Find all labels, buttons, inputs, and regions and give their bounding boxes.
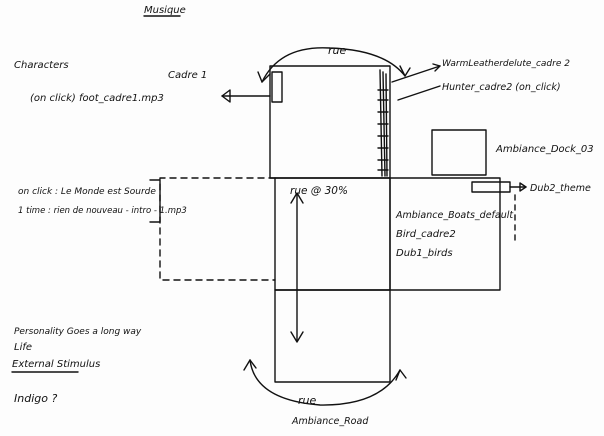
le-monde-label: on click : Le Monde est Sourde bbox=[18, 187, 156, 197]
rue-top-label: rue bbox=[328, 44, 346, 57]
one-time-label: 1 time : rien de nouveau - intro - 1.mp3 bbox=[18, 206, 187, 216]
top-box-ticks bbox=[377, 89, 389, 171]
external-stimulus-label: External Stimulus bbox=[12, 359, 100, 370]
cadre1-inner-tab bbox=[271, 71, 283, 103]
personality-label: Personality Goes a long way bbox=[14, 327, 142, 337]
ambiance-road-label: Ambiance_Road bbox=[291, 416, 369, 427]
warm-leather-arrowhead bbox=[432, 63, 441, 72]
bird-cadre2-label: Bird_cadre2 bbox=[396, 229, 456, 240]
dub2-arrow-head bbox=[519, 182, 527, 192]
characters-label: Characters bbox=[14, 60, 69, 71]
indigo-label: Indigo ? bbox=[14, 392, 57, 405]
cadre1-label: Cadre 1 bbox=[168, 70, 207, 81]
foot-arrow-head bbox=[221, 89, 231, 103]
rue-30-arrow-top bbox=[290, 192, 304, 204]
rue-top-arrowhead-right bbox=[399, 65, 411, 77]
life-label: Life bbox=[14, 342, 32, 353]
rue-30-arrow-bottom bbox=[290, 331, 304, 343]
page-title: Musique bbox=[144, 5, 186, 16]
dub1-birds-label: Dub1_birds bbox=[396, 248, 453, 259]
hunter-leader bbox=[397, 85, 441, 101]
warm-leather-leader bbox=[391, 65, 441, 83]
rue-bottom-curve bbox=[249, 359, 401, 406]
rue-bottom-arrowhead-left bbox=[243, 359, 257, 371]
bottom-box bbox=[274, 289, 391, 383]
rue-bottom-arrowhead-right bbox=[395, 369, 407, 381]
rue-30-label: rue @ 30% bbox=[290, 185, 348, 197]
boats-box bbox=[389, 177, 501, 291]
rue-top-arrowhead-left bbox=[257, 71, 271, 83]
rue-top-curve bbox=[261, 47, 406, 83]
dub2-tab bbox=[471, 181, 511, 193]
cadre1-box bbox=[269, 65, 391, 179]
foot-cadre1-label: (on click) foot_cadre1.mp3 bbox=[30, 93, 164, 104]
left-dashed-box bbox=[159, 177, 276, 281]
ambiance-boats-label: Ambiance_Boats_default bbox=[395, 210, 514, 221]
dub2-theme-label: Dub2_theme bbox=[530, 183, 591, 194]
left-bracket bbox=[149, 179, 161, 223]
dock-box bbox=[431, 129, 487, 176]
hunter-label: Hunter_cadre2 (on_click) bbox=[442, 82, 561, 93]
warm-leather-label: WarmLeatherdelute_cadre 2 bbox=[442, 59, 570, 69]
rue-bottom-label: rue bbox=[298, 394, 316, 407]
ambiance-dock-label: Ambiance_Dock_03 bbox=[495, 144, 594, 155]
